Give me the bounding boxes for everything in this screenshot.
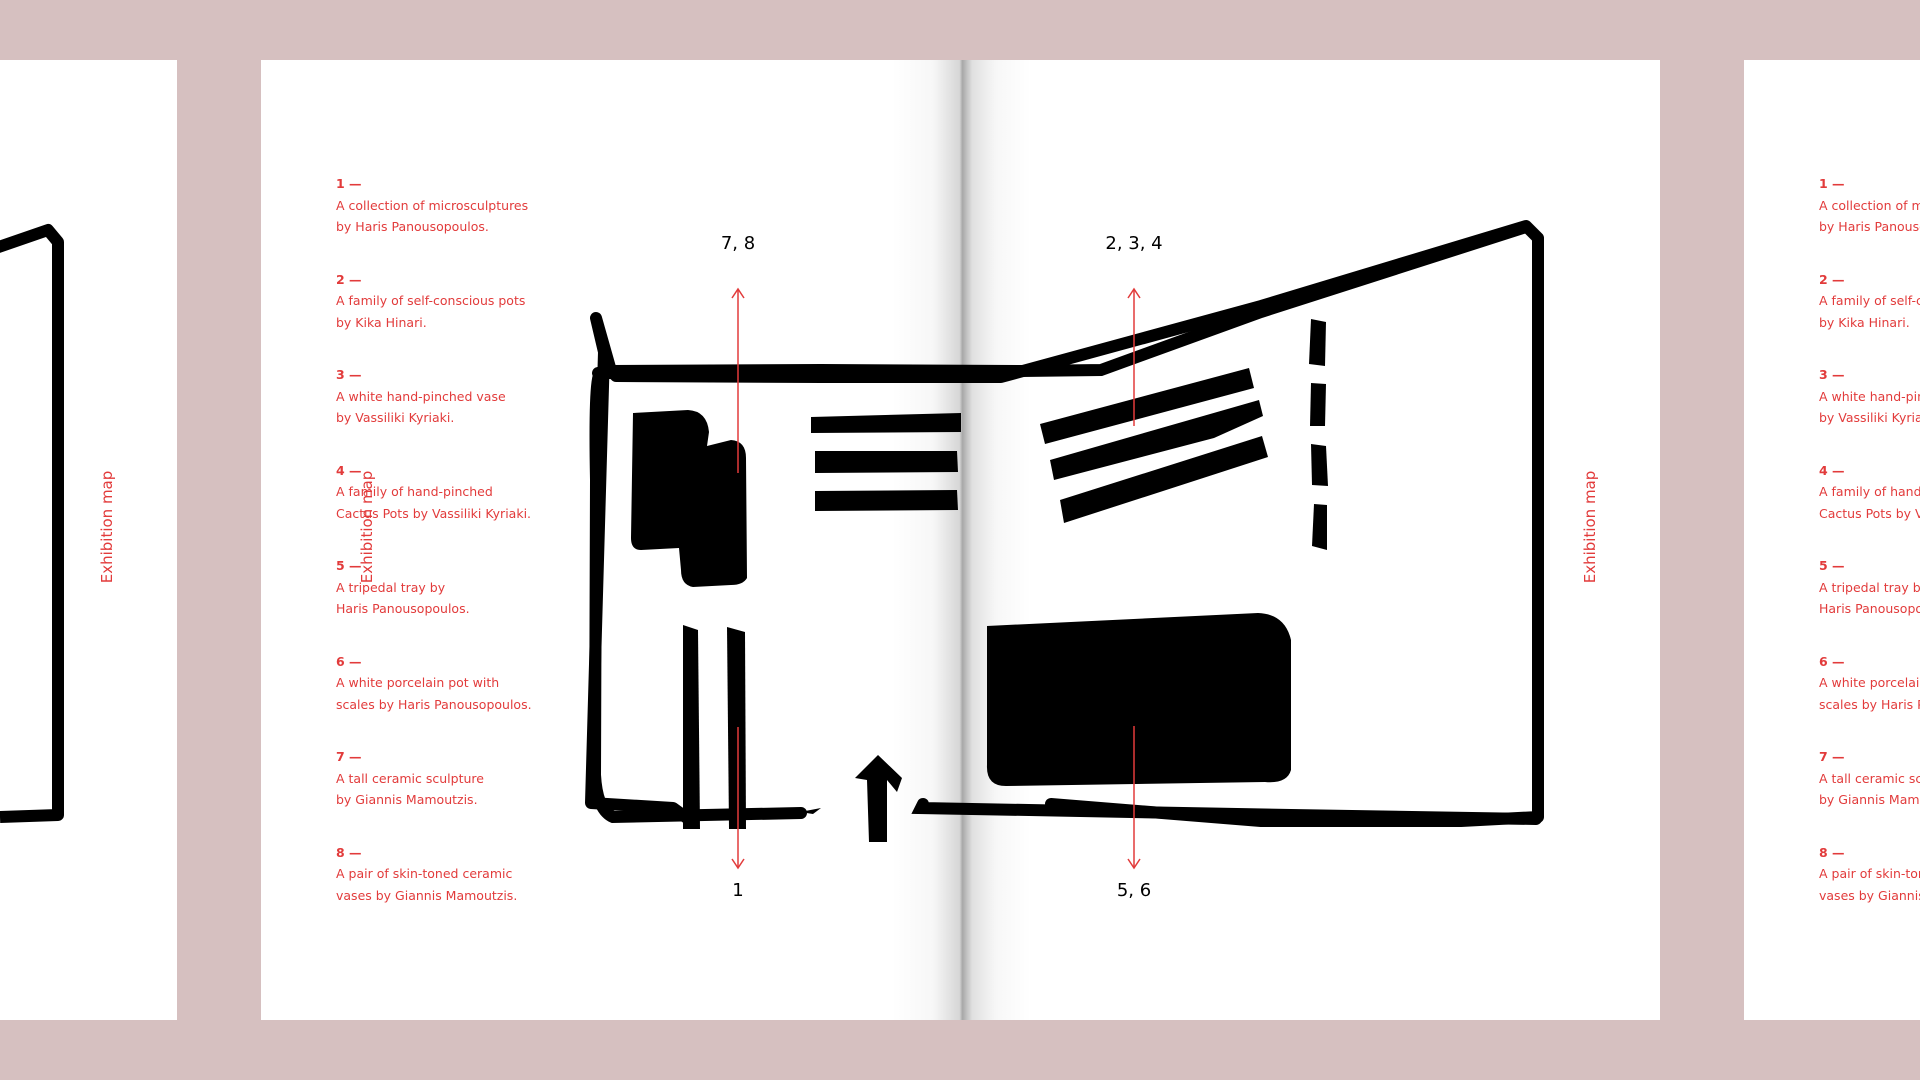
- callout-bottom-left: 1: [732, 880, 744, 901]
- bench-2: [815, 451, 958, 473]
- floor-plan: [585, 220, 1544, 870]
- exhibition-map-label: Exhibition map: [98, 470, 116, 584]
- book-gutter: [891, 60, 1031, 1020]
- floor-plan-outline-partial: [0, 224, 64, 823]
- post-2: [727, 627, 746, 829]
- callout-top-left: 7, 8: [720, 233, 756, 254]
- floor-plan-outline-bottom-right: [911, 798, 1542, 825]
- wall-dash-3: [1311, 444, 1328, 486]
- previous-page: Exhibition map: [0, 60, 177, 1020]
- display-block-top-left: [631, 410, 747, 587]
- entrance-arrow: [855, 755, 902, 842]
- callout-arrows: [731, 287, 1141, 870]
- post-1: [683, 625, 700, 829]
- wall-dash-2: [1310, 383, 1326, 426]
- bench-4: [1040, 368, 1254, 444]
- bench-5: [1050, 400, 1263, 480]
- wall-dash-1: [1309, 319, 1326, 366]
- display-block-large: [986, 613, 1291, 786]
- bench-1: [811, 413, 961, 433]
- bench-3: [815, 490, 958, 511]
- wall-dash-4: [1312, 504, 1327, 550]
- callout-bottom-right: 5, 6: [1116, 880, 1152, 901]
- floor-plan-outline-left: [588, 367, 807, 824]
- bench-6: [1060, 436, 1268, 523]
- callout-top-right: 2, 3, 4: [1105, 233, 1163, 254]
